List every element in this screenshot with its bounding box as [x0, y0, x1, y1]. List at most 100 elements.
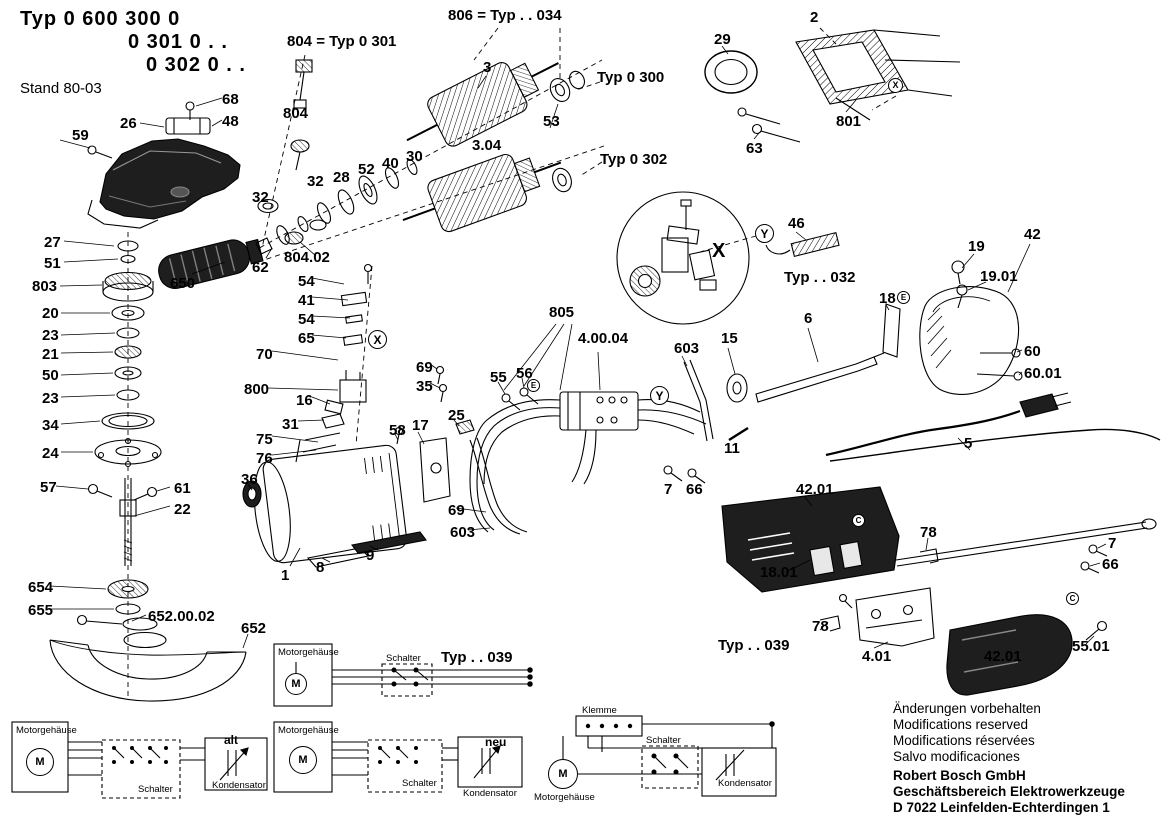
- circled-c-mark: C: [1066, 592, 1079, 605]
- part-label: 78: [812, 618, 829, 635]
- part-label: 50: [42, 367, 59, 384]
- part-label: 4.00.04: [578, 330, 629, 347]
- part-label: 63: [746, 140, 763, 157]
- leader-lines: [49, 45, 1107, 649]
- circled-y-mark: Y: [755, 224, 774, 243]
- type-header: Typ 0 600 300 0 0 301 0 . . 0 302 0 . . …: [20, 8, 246, 97]
- wiring-label: Motorgehäuse: [534, 792, 595, 803]
- type-line-2: 0 301 0 . .: [128, 31, 228, 53]
- part-label: 70: [256, 346, 273, 363]
- wiring-label: Kondensator: [463, 788, 517, 799]
- wiring-diagram-small: [273, 643, 533, 707]
- part-label: 46: [788, 215, 805, 232]
- circled-x-mark: X: [888, 78, 903, 93]
- footer-note-line: Modifications réservées: [893, 732, 1035, 748]
- part-label: 28: [333, 169, 350, 186]
- pinion-parts-drawing: [257, 59, 327, 245]
- part-label: 29: [714, 31, 731, 48]
- part-label: 57: [40, 479, 57, 496]
- wiring-label: Schalter: [138, 784, 173, 795]
- part-label: 9: [366, 547, 375, 564]
- footer-company-line: Robert Bosch GmbH: [893, 767, 1026, 783]
- part-label: 54: [298, 311, 315, 328]
- part-label: 5: [964, 435, 973, 452]
- wiring-label: Motorgehäuse: [278, 647, 339, 658]
- wiring-label: Kondensator: [718, 778, 772, 789]
- part-label: 76: [256, 450, 273, 467]
- part-label: 66: [1102, 556, 1119, 573]
- switch-harness-drawing: [469, 387, 707, 533]
- part-label: 30: [406, 148, 423, 165]
- wiring-diagram-neu: [273, 721, 523, 793]
- part-label: 56: [516, 365, 533, 382]
- part-label: 66: [686, 481, 703, 498]
- part-label: 61: [174, 480, 191, 497]
- wiring-label: Motorgehäuse: [278, 725, 339, 736]
- handle-650-drawing: [158, 238, 264, 290]
- part-label: 19.01: [980, 268, 1018, 285]
- motor-symbol: M: [289, 746, 317, 774]
- armature-304-drawing: [402, 153, 572, 233]
- part-label: 1: [281, 567, 290, 584]
- wiring-label: Motorgehäuse: [16, 725, 77, 736]
- part-label: 42: [1024, 226, 1041, 243]
- part-label: 42.01: [796, 481, 834, 498]
- circled-c-mark: C: [852, 514, 865, 527]
- stand-date: Stand 80-03: [20, 80, 102, 97]
- part-label: 18.01: [760, 564, 798, 581]
- part-label: 36: [241, 471, 258, 488]
- type-label: Typ . . 039: [718, 637, 790, 654]
- part-label: 3: [483, 59, 492, 76]
- type-line-main: Typ 0 600 300 0: [20, 8, 181, 30]
- part-label: 652.00.02: [148, 608, 215, 625]
- wiring-variant-label: neu: [485, 735, 507, 749]
- part-label: 20: [42, 305, 59, 322]
- part-label: 652: [241, 620, 267, 637]
- part-label: 32: [307, 173, 324, 190]
- circled-x-mark: X: [368, 330, 387, 349]
- part-label: 24: [42, 445, 59, 462]
- part-label: 35: [416, 378, 433, 395]
- part-label: 650: [170, 275, 196, 292]
- stator-drawing: [704, 29, 961, 143]
- type-line-3: 0 302 0 . .: [146, 54, 246, 76]
- wiring-label: Schalter: [386, 653, 421, 664]
- part-label: 19: [968, 238, 985, 255]
- wiring-diagram-klemme: [562, 715, 777, 797]
- part-label: 41: [298, 292, 315, 309]
- handle-rod-drawing: [895, 518, 1157, 574]
- part-label: 26: [120, 115, 137, 132]
- brush-46-drawing: [765, 231, 840, 258]
- part-label: 3.04: [472, 137, 502, 154]
- part-label: 55: [490, 369, 507, 386]
- part-label: 53: [543, 113, 560, 130]
- part-label: 801: [836, 113, 862, 130]
- part-label: 7: [664, 481, 673, 498]
- gear-head-drawing: [87, 101, 241, 229]
- part-label: 68: [222, 91, 239, 108]
- part-label: 15: [721, 330, 738, 347]
- handle-42-drawing: [882, 260, 1023, 395]
- part-label: 804: [283, 105, 309, 122]
- wiring-label: Kondensator: [212, 780, 266, 791]
- part-label: 805: [549, 304, 575, 321]
- type-label: Typ 0 300: [597, 69, 665, 86]
- part-label: 655: [28, 602, 54, 619]
- part-label: 69: [416, 359, 433, 376]
- part-label: 800: [244, 381, 270, 398]
- motor-symbol: M: [548, 759, 578, 789]
- footer-note-line: Änderungen vorbehalten: [893, 701, 1041, 716]
- part-label: 16: [296, 392, 313, 409]
- part-label: 25: [448, 407, 465, 424]
- power-cord-drawing: [825, 392, 1161, 462]
- part-label: 804 = Typ 0 301: [287, 33, 397, 50]
- circled-e-mark: E: [897, 291, 910, 304]
- circled-e-mark: E: [527, 379, 540, 392]
- part-label: 603: [450, 524, 476, 541]
- part-label: 8: [316, 559, 325, 576]
- motor-symbol: M: [26, 748, 54, 776]
